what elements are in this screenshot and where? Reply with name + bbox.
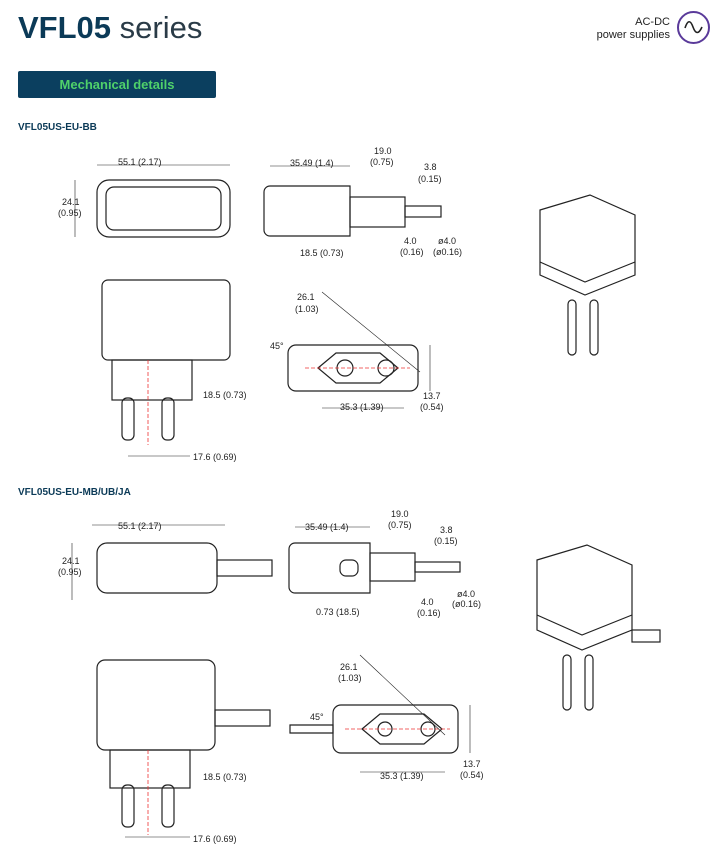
title-bold: VFL05	[18, 10, 112, 45]
dim-face-w: 35.3 (1.39)	[340, 402, 384, 412]
dim-neck: 18.5 (0.73)	[300, 248, 344, 258]
dim-neck: 0.73 (18.5)	[316, 607, 360, 617]
dim-pin-len-b: (0.75)	[370, 157, 394, 167]
dim-side-len: 35.49 (1.4)	[305, 522, 349, 532]
dim-pin-len-a: 19.0	[391, 509, 409, 519]
dim-tip-b: (0.15)	[418, 174, 442, 184]
model-title: VFL05US-EU-BB	[18, 122, 97, 133]
dim-pin-seg-b: (0.16)	[400, 247, 424, 257]
dim-diag-a: 26.1	[340, 662, 358, 672]
dim-pin-dia-a: ø4.0	[438, 236, 457, 246]
dim-face-h-b: (0.54)	[460, 770, 484, 780]
dim-angle: 45°	[270, 341, 284, 351]
section-banner: Mechanical details	[18, 71, 216, 98]
dim-diag-b: (1.03)	[295, 304, 319, 314]
dim-face-w: 35.3 (1.39)	[380, 771, 424, 781]
dim-pin-dia-a: ø4.0	[457, 589, 476, 599]
dim-tip-a: 3.8	[440, 525, 453, 535]
drawing-eu-bb	[74, 164, 636, 457]
dim-height-b: (0.95)	[58, 567, 82, 577]
dim-pin-len-a: 19.0	[374, 146, 392, 156]
dim-pin-seg-b: (0.16)	[417, 608, 441, 618]
category-line1: AC-DC	[635, 16, 670, 28]
model-title: VFL05US-EU-MB/UB/JA	[18, 487, 131, 498]
sine-wave-icon	[677, 11, 710, 44]
dim-tip-b: (0.15)	[434, 536, 458, 546]
drawing-eu-mb-ub-ja	[71, 524, 661, 838]
dim-height-a: 24.1	[62, 197, 80, 207]
dim-height-a: 24.1	[62, 556, 80, 566]
dim-face-h-a: 13.7	[423, 391, 441, 401]
dim-pin-dia-b: (ø0.16)	[452, 599, 482, 609]
dim-height-b: (0.95)	[58, 208, 82, 218]
dim-pin-pitch: 17.6 (0.69)	[193, 834, 237, 844]
dim-face-h-b: (0.54)	[420, 402, 444, 412]
category-line2: power supplies	[596, 29, 670, 41]
title-rest: series	[119, 10, 203, 45]
dim-side-len: 35.49 (1.4)	[290, 158, 334, 168]
dim-diag-a: 26.1	[297, 292, 315, 302]
dim-width: 55.1 (2.17)	[118, 157, 162, 167]
dim-tip-a: 3.8	[424, 162, 437, 172]
dim-width: 55.1 (2.17)	[118, 521, 162, 531]
dim-front-neck: 18.5 (0.73)	[203, 390, 247, 400]
dim-pin-len-b: (0.75)	[388, 520, 412, 530]
dim-front-neck: 18.5 (0.73)	[203, 772, 247, 782]
dim-pin-seg-a: 4.0	[404, 236, 417, 246]
page-title: VFL05 series	[18, 10, 202, 46]
dim-angle: 45°	[310, 712, 324, 722]
dim-pin-pitch: 17.6 (0.69)	[193, 452, 237, 462]
dim-face-h-a: 13.7	[463, 759, 481, 769]
dim-pin-seg-a: 4.0	[421, 597, 434, 607]
dim-diag-b: (1.03)	[338, 673, 362, 683]
dim-pin-dia-b: (ø0.16)	[433, 247, 463, 257]
